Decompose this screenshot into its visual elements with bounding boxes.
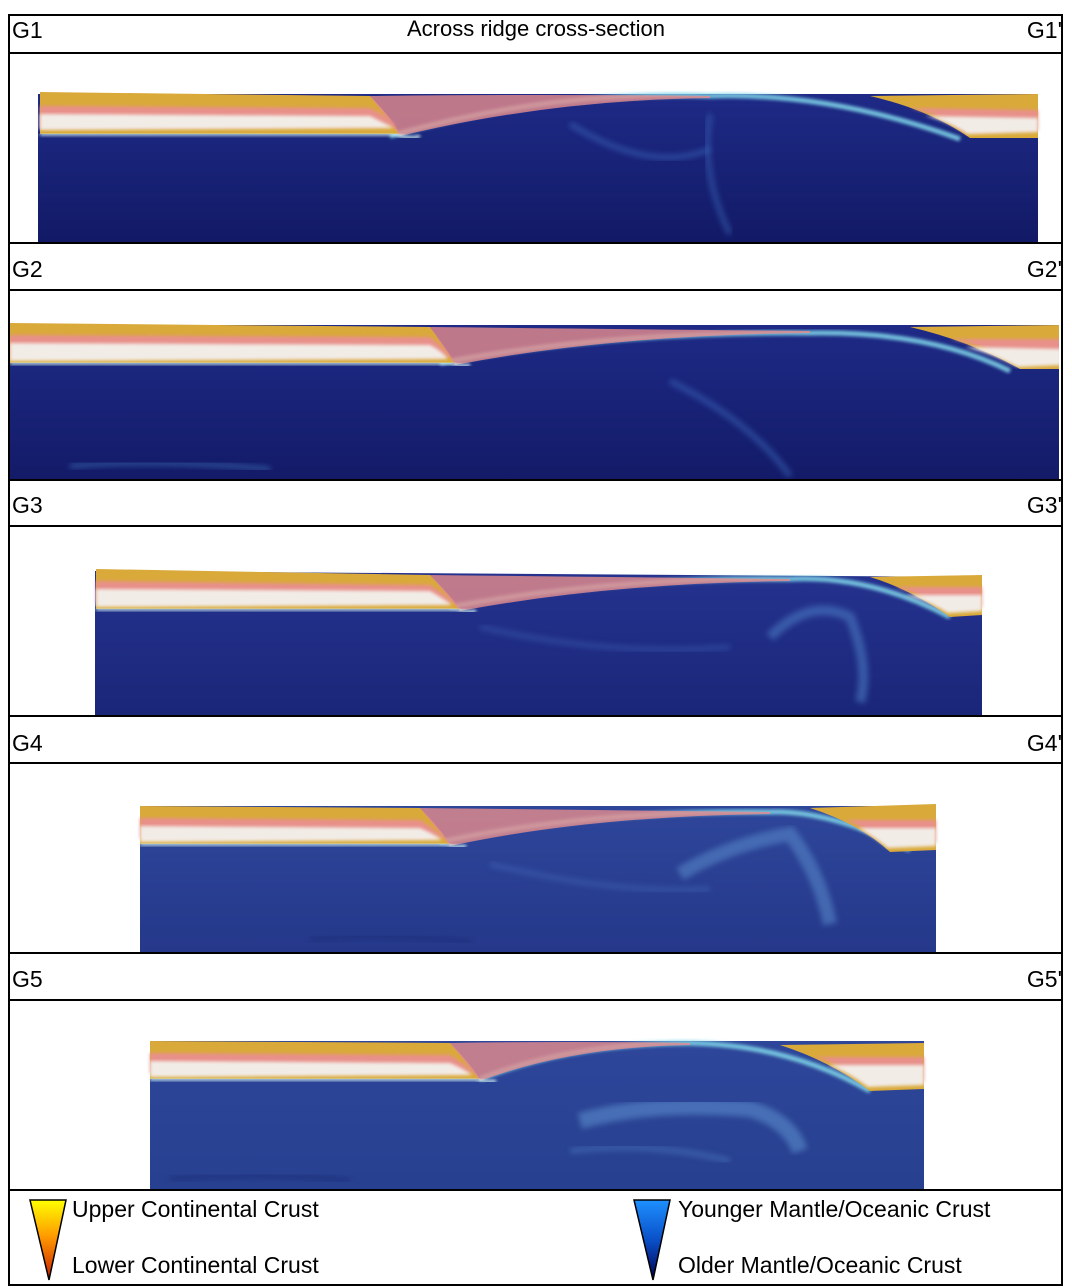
legend-younger-mantle: Younger Mantle/Oceanic Crust — [678, 1196, 991, 1222]
divider — [8, 1189, 1063, 1191]
continental-crust-legend-swatch — [29, 1199, 67, 1281]
legend-older-mantle: Older Mantle/Oceanic Crust — [678, 1252, 962, 1278]
section-label-g1-prime: G1' — [1026, 17, 1062, 43]
cross-section-g2 — [10, 291, 1061, 479]
section-label-g5: G5 — [12, 966, 43, 992]
cross-section-g3 — [10, 527, 1061, 715]
section-label-g3: G3 — [12, 492, 43, 518]
section-label-g2: G2 — [12, 256, 43, 282]
divider — [8, 952, 1063, 954]
divider — [8, 479, 1063, 481]
divider — [8, 289, 1063, 291]
cross-section-g1 — [10, 54, 1061, 242]
divider — [8, 52, 1063, 54]
divider — [8, 242, 1063, 244]
section-label-g4-prime: G4' — [1026, 730, 1062, 756]
legend-lower-continental-crust: Lower Continental Crust — [72, 1252, 319, 1278]
section-label-g5-prime: G5' — [1026, 966, 1062, 992]
legend-upper-continental-crust: Upper Continental Crust — [72, 1196, 319, 1222]
divider — [8, 999, 1063, 1001]
section-label-g1: G1 — [12, 17, 43, 43]
section-label-g4: G4 — [12, 730, 43, 756]
figure-frame — [8, 14, 1063, 1286]
divider — [8, 715, 1063, 717]
mantle-legend-swatch — [633, 1199, 671, 1281]
figure-title: Across ridge cross-section — [407, 16, 665, 41]
section-label-g3-prime: G3' — [1026, 492, 1062, 518]
cross-section-g4 — [10, 764, 1061, 952]
divider — [8, 762, 1063, 764]
cross-section-g5 — [10, 1001, 1061, 1189]
section-label-g2-prime: G2' — [1026, 256, 1062, 282]
divider — [8, 525, 1063, 527]
